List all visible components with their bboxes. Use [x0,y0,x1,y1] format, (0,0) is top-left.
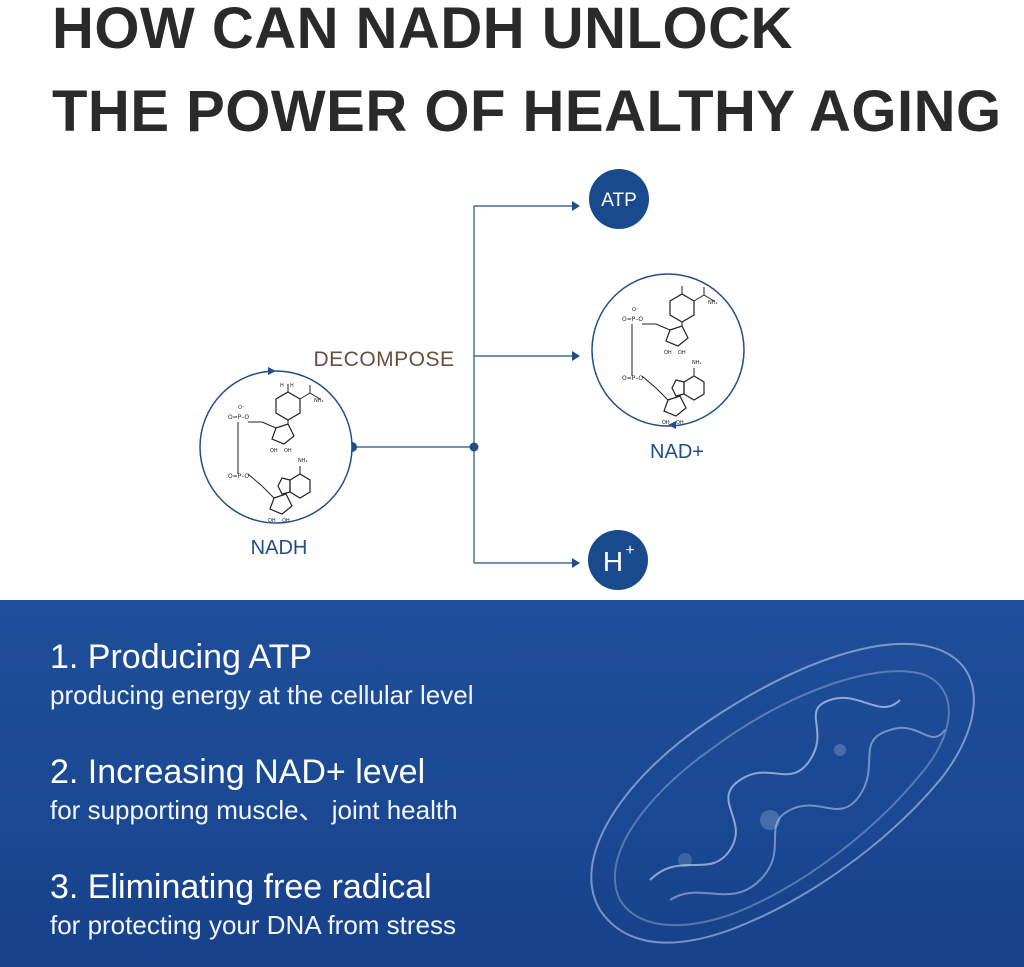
h-superscript: + [625,542,634,559]
svg-text:O⁻: O⁻ [632,307,639,313]
svg-text:O=P–O: O=P–O [228,414,249,421]
svg-text:OH: OH [678,350,686,356]
svg-text:OH: OH [284,448,292,454]
svg-text:O=P–O: O=P–O [622,316,643,323]
arrow-nad [572,351,580,361]
svg-text:OH: OH [676,420,684,426]
svg-text:NH₂: NH₂ [314,398,324,404]
svg-text:OH: OH [268,518,276,524]
hydrogen-ion-badge: H + [588,530,648,590]
nad-label: NAD+ [650,441,704,463]
benefit-title: 3. Eliminating free radical [50,868,432,906]
page-title-line-2: THE POWER OF HEALTHY AGING [52,79,1002,144]
svg-text:H: H [290,383,294,389]
decomposition-diagram: DECOMPOSE O=P–O O⁻ O=P–O NH₂ NH₂ H H OH … [199,169,745,590]
benefit-title: 2. Increasing NAD+ level [50,753,426,791]
benefit-description: producing energy at the cellular level [50,680,474,710]
atp-label: ATP [601,190,637,211]
atp-badge: ATP [589,169,649,229]
nad-circle-arrow-icon [668,421,676,429]
benefit-description: for supporting muscle、 joint health [50,795,458,825]
nadh-molecule-circle: O=P–O O⁻ O=P–O NH₂ NH₂ H H OH OH OH OH [199,367,353,524]
svg-text:H: H [280,383,284,389]
svg-text:NH₂: NH₂ [692,360,702,366]
svg-text:NH₂: NH₂ [298,458,308,464]
benefit-title: 1. Producing ATP [50,638,313,676]
page-title-line-1: HOW CAN NADH UNLOCK [52,0,793,61]
benefit-item-radical: 3. Eliminating free radical for protecti… [50,870,456,938]
benefit-item-atp: 1. Producing ATP producing energy at the… [50,640,473,708]
svg-text:OH: OH [270,448,278,454]
benefit-item-nad: 2. Increasing NAD+ level for supporting … [50,755,458,823]
h-label: H [603,546,623,577]
svg-text:OH: OH [662,420,670,426]
benefit-description: for protecting your DNA from stress [50,910,457,940]
svg-text:OH: OH [664,350,672,356]
mitochondrion-illustration [590,642,975,944]
nadh-label: NADH [251,537,308,559]
nad-molecule-circle: O=P–O O⁻ O=P–O NH₂ NH₂ OH OH OH OH [591,273,745,429]
svg-text:O=P–O: O=P–O [622,375,643,382]
nadh-circle-arrow-icon [268,367,276,375]
arrow-atp [572,201,580,211]
svg-text:OH: OH [282,518,290,524]
decompose-label: DECOMPOSE [313,348,454,371]
svg-text:NH₂: NH₂ [708,300,718,306]
svg-text:O⁻: O⁻ [238,405,245,411]
svg-text:O=P–O: O=P–O [228,473,249,480]
arrow-h [572,558,580,568]
benefits-panel: 1. Producing ATP producing energy at the… [0,600,1024,967]
